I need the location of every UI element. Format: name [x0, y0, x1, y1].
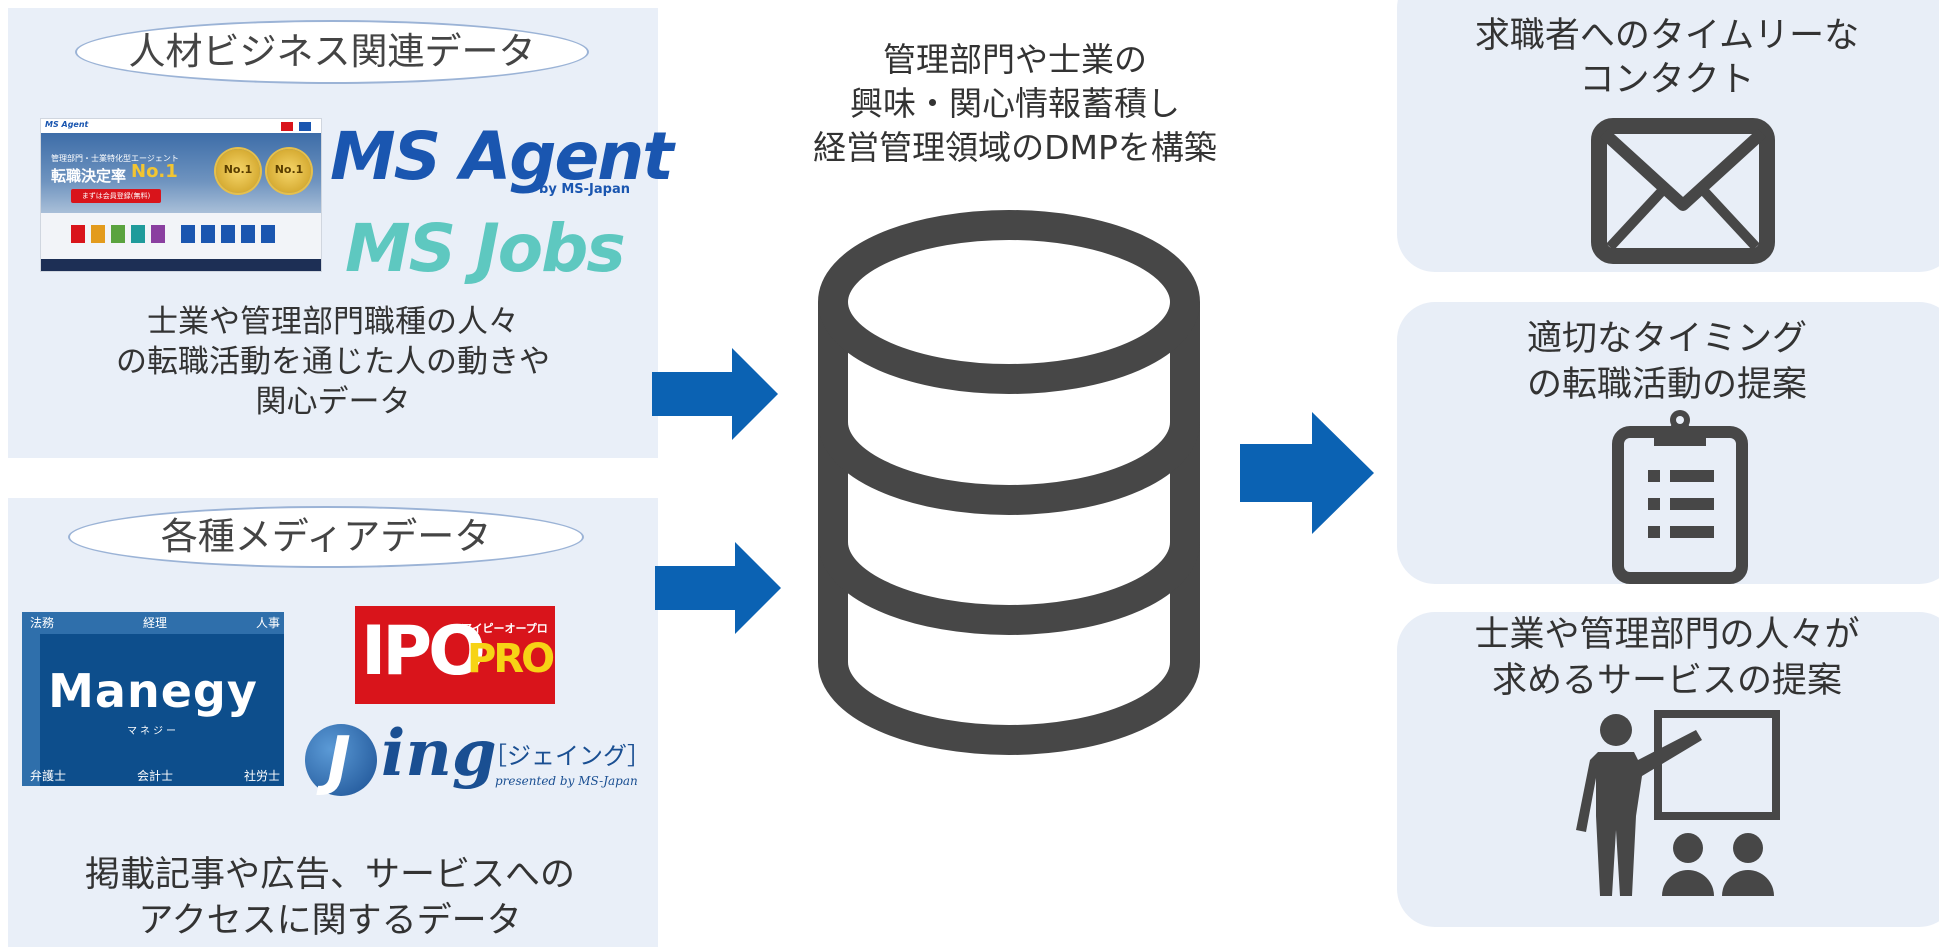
- desc-line: 士業や管理部門職種の人々: [147, 304, 519, 340]
- jing-name: ing: [381, 716, 497, 791]
- jing-globe-icon: [305, 724, 377, 796]
- ms-agent-logo-text: MS Agent: [330, 118, 674, 195]
- talent-business-tag: 人材ビジネス関連データ: [75, 20, 589, 84]
- caption-line: 興味・関心情報蓄積し: [850, 84, 1180, 123]
- arrow-right-icon: [655, 542, 781, 634]
- ipopro-pro: PRO: [467, 636, 555, 682]
- media-data-tag: 各種メディアデータ: [68, 506, 584, 568]
- mail-icon: [1591, 118, 1775, 264]
- desc-line: の転職活動を通じた人の動きや: [116, 344, 550, 380]
- thumb-no1: No.1: [131, 161, 178, 182]
- jing-kana: ［ジェイング］: [483, 742, 651, 770]
- arrow-right-icon: [652, 348, 778, 440]
- jing-mark: J: [327, 724, 351, 798]
- dmp-caption: 管理部門や士業の 興味・関心情報蓄積し 経営管理領域のDMPを構築: [775, 38, 1255, 170]
- clipboard-icon: [1612, 410, 1748, 584]
- jing-logo: J ing ［ジェイング］ presented by MS-Japan: [305, 716, 651, 802]
- gold-medal-icon: No.1: [267, 149, 311, 193]
- ipopro-kana: アイピーオープロ: [461, 622, 548, 635]
- ms-agent-logo-by: by MS-Japan: [539, 182, 630, 197]
- title-line: 求職者へのタイムリーな: [1474, 16, 1860, 56]
- title-line: コンタクト: [1579, 60, 1755, 100]
- ipopro-big: IPO: [361, 612, 486, 691]
- jing-sub: presented by MS-Japan: [495, 774, 638, 788]
- manegy-top-label: 経理: [142, 616, 167, 630]
- desc-line: アクセスに関するデータ: [138, 901, 522, 941]
- desc-line: 関心データ: [255, 384, 411, 420]
- manegy-top-label: 人事: [255, 616, 280, 630]
- talent-business-description: 士業や管理部門職種の人々 の転職活動を通じた人の動きや 関心データ: [28, 302, 638, 422]
- presentation-icon: [1576, 710, 1780, 896]
- timely-contact-panel: [1397, 0, 1939, 272]
- thumb-headline-small: 管理部門・士業特化型エージェント: [51, 154, 179, 163]
- title-line: 士業や管理部門の人々が: [1474, 615, 1860, 655]
- title-line: 適切なタイミング: [1526, 319, 1807, 359]
- service-proposal-panel: [1397, 612, 1939, 927]
- caption-line: 経営管理領域のDMPを構築: [813, 128, 1217, 167]
- caption-line: 管理部門や士業の: [883, 40, 1147, 79]
- arrow-right-icon: [1240, 412, 1374, 534]
- timely-contact-title: 求職者へのタイムリーな コンタクト: [1397, 14, 1937, 102]
- ms-jobs-logo: MS Jobs: [345, 210, 626, 287]
- ipopro-logo: IPO アイピーオープロ PRO: [355, 606, 555, 704]
- talent-business-tag-text: 人材ビジネス関連データ: [128, 30, 536, 73]
- database-icon: [818, 210, 1200, 755]
- manegy-top-label: 法務: [30, 616, 55, 630]
- manegy-name: Manegy: [48, 664, 258, 718]
- manegy-logo: 法務 経理 人事 Manegy マネジー 弁護士 会計士 社労士: [22, 612, 284, 786]
- thumb-cta-button: まずは会員登録(無料): [71, 189, 161, 203]
- desc-line: 掲載記事や広告、サービスへの: [84, 855, 575, 895]
- gold-medal-icon: No.1: [216, 149, 260, 193]
- ms-agent-logo: MS Agent by MS-Japan: [330, 118, 674, 203]
- title-line: の転職活動の提案: [1526, 365, 1807, 405]
- ms-agent-site-thumbnail: MS Agent 管理部門・士業特化型エージェント 転職決定率 No.1 まずは…: [40, 118, 322, 272]
- thumb-headline-big: 転職決定率: [51, 167, 127, 185]
- manegy-bottom-label: 弁護士: [30, 769, 67, 783]
- media-data-tag-text: 各種メディアデータ: [160, 515, 492, 558]
- media-data-description: 掲載記事や広告、サービスへの アクセスに関するデータ: [10, 852, 650, 944]
- manegy-bottom-label: 社労士: [243, 769, 280, 783]
- service-proposal-title: 士業や管理部門の人々が 求めるサービスの提案: [1397, 612, 1937, 704]
- manegy-bottom-label: 会計士: [136, 769, 173, 783]
- title-line: 求めるサービスの提案: [1491, 661, 1842, 701]
- thumb-brand: MS Agent: [45, 120, 89, 129]
- manegy-kana: マネジー: [127, 726, 179, 737]
- job-change-timing-title: 適切なタイミング の転職活動の提案: [1397, 316, 1937, 408]
